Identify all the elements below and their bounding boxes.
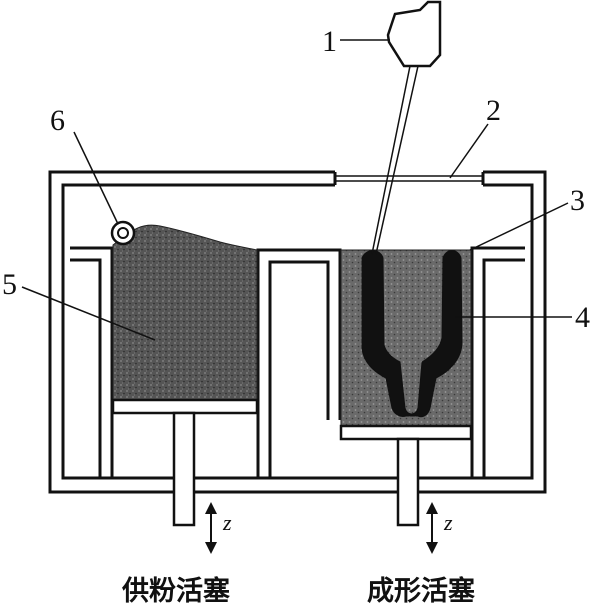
label-2: 2	[486, 94, 501, 127]
label-1: 1	[322, 25, 337, 58]
laser-beam	[371, 65, 419, 255]
label-4: 4	[575, 301, 590, 334]
build-cylinder	[470, 246, 525, 478]
label-6: 6	[50, 104, 65, 137]
supply-piston	[111, 398, 259, 527]
label-3: 3	[570, 184, 585, 217]
supply-cylinder	[70, 246, 114, 478]
supply-z-arrow	[205, 502, 217, 554]
caption-supply-piston: 供粉活塞	[121, 575, 230, 607]
label-5: 5	[2, 268, 17, 301]
roller	[110, 220, 136, 246]
center-divider	[256, 248, 342, 478]
build-z-arrow	[426, 502, 438, 554]
laser-source	[386, 0, 442, 68]
build-z-label: z	[443, 510, 453, 535]
leader-lines	[21, 39, 572, 341]
supply-powder	[112, 224, 258, 401]
caption-build-piston: 成形活塞	[367, 575, 475, 607]
build-piston	[339, 424, 473, 527]
supply-z-label: z	[222, 510, 232, 535]
sintered-part	[361, 250, 463, 418]
outer-housing	[48, 170, 547, 494]
scan-window	[335, 175, 483, 182]
